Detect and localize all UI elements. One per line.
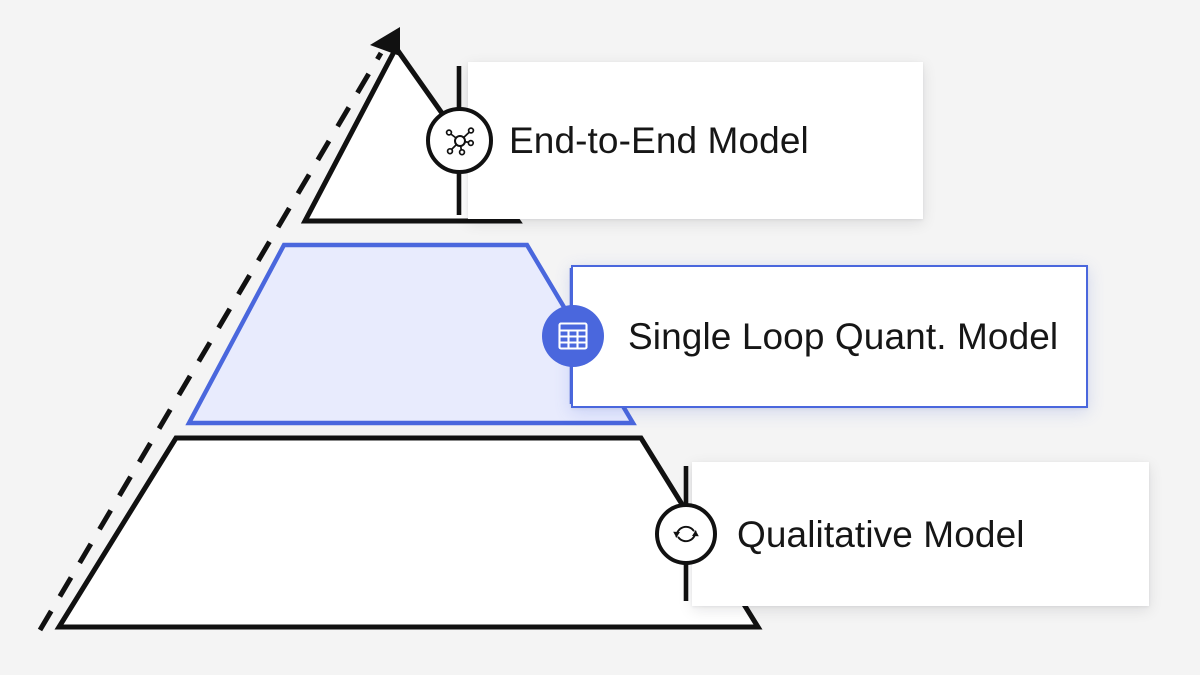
- level-label-single-loop-quant: Single Loop Quant. Model: [628, 316, 1059, 357]
- table-grid-icon: [558, 322, 588, 350]
- level-card-qualitative[interactable]: Qualitative Model: [692, 462, 1149, 606]
- progress-arrow-shaft: [37, 51, 384, 632]
- level-node-qualitative[interactable]: [655, 503, 717, 565]
- level-label-end-to-end: End-to-End Model: [509, 120, 809, 161]
- level-label-qualitative: Qualitative Model: [737, 513, 1025, 555]
- refresh-loop-icon: [673, 525, 699, 543]
- level-card-single-loop-quant[interactable]: Single Loop Quant. Model: [571, 265, 1088, 408]
- pyramid-level-middle[interactable]: [185, 242, 637, 426]
- pyramid-level-bottom[interactable]: [54, 435, 763, 630]
- level-node-single-loop-quant[interactable]: [542, 305, 604, 367]
- level-node-end-to-end[interactable]: [426, 107, 493, 174]
- progress-arrow-head: [370, 27, 400, 56]
- network-graph-icon: [445, 126, 474, 155]
- level-card-end-to-end[interactable]: End-to-End Model: [468, 62, 923, 219]
